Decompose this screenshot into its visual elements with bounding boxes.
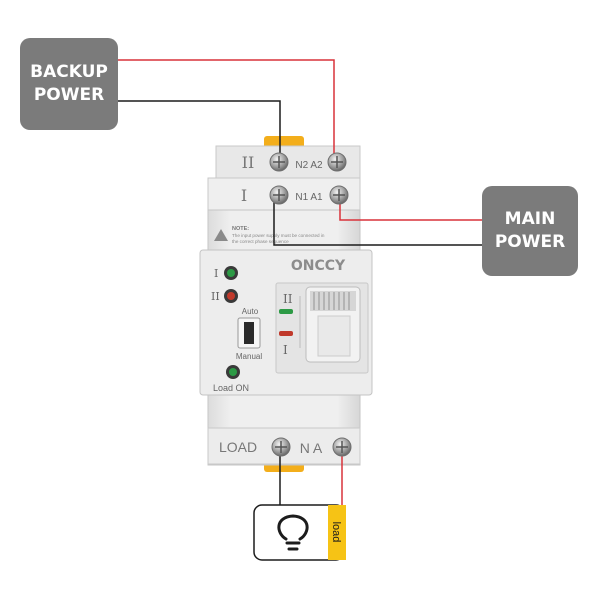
terminal-screw-icon — [329, 185, 349, 205]
handle-led-green — [279, 309, 293, 314]
handle-mark-2: II — [283, 292, 293, 306]
brand-logo: ONCCY — [291, 258, 346, 274]
backup-power-line-1: BACKUP — [30, 62, 108, 82]
warning-triangle-icon — [214, 229, 228, 241]
load-terminal-label: LOAD — [219, 439, 257, 455]
svg-text:II: II — [242, 153, 255, 172]
terminal-screw-icon — [271, 437, 291, 457]
terminal-screw-icon — [332, 437, 352, 457]
svg-text:N1 A1: N1 A1 — [295, 192, 323, 203]
main-neutral-wire — [273, 200, 482, 246]
main-power-label: MAIN POWER — [482, 186, 578, 276]
terminal-screw-icon — [327, 152, 347, 172]
load-tag — [328, 505, 346, 560]
warning-note: NOTE: The input power supply must be con… — [214, 226, 325, 244]
handle-mark-1: I — [283, 343, 288, 357]
load-on-label: Load ON — [213, 383, 249, 393]
na-terminal-label: N A — [300, 440, 323, 456]
main-live-wire — [339, 195, 482, 221]
indicator-2-label: II — [211, 290, 220, 303]
main-power-line-1: MAIN — [504, 209, 556, 229]
backup-power-line-2: POWER — [33, 85, 105, 105]
svg-text:the correct phase sequence: the correct phase sequence — [232, 239, 289, 244]
handle-led-red — [279, 331, 293, 336]
svg-text:N2 A2: N2 A2 — [295, 160, 323, 171]
terminal-screw-icon — [269, 152, 289, 172]
mode-manual-label: Manual — [236, 352, 262, 361]
indicator-1-label: I — [214, 267, 218, 280]
svg-text:NOTE:: NOTE: — [232, 226, 249, 232]
backup-neutral-wire — [118, 100, 281, 162]
lightbulb-icon — [277, 514, 309, 551]
load-tag-text: load — [330, 522, 342, 543]
terminal-screw-icon — [269, 185, 289, 205]
backup-power-label: BACKUP POWER — [20, 38, 118, 130]
mode-auto-label: Auto — [242, 307, 259, 316]
svg-text:The input power supply must be: The input power supply must be connected… — [232, 233, 325, 238]
backup-live-wire — [118, 59, 335, 162]
svg-text:I: I — [241, 186, 247, 205]
main-power-line-2: POWER — [494, 232, 566, 252]
